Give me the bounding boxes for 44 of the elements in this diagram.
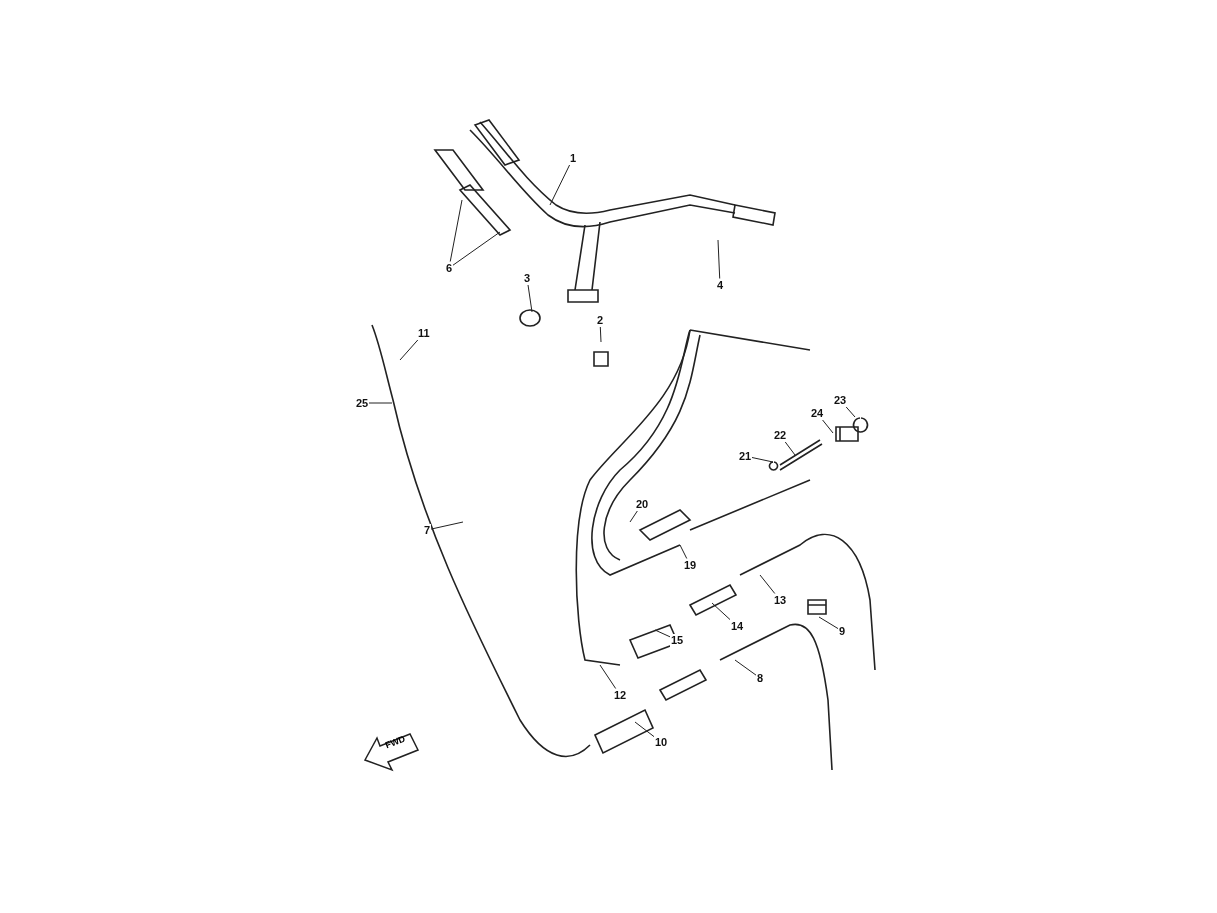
leader-line xyxy=(679,544,688,559)
callout-number: 11 xyxy=(417,326,431,340)
callout-number: 21 xyxy=(738,449,753,463)
leader-line xyxy=(784,441,796,456)
callout-number: 3 xyxy=(523,271,532,285)
callout-number: 10 xyxy=(654,735,669,749)
leader-line xyxy=(449,199,463,262)
callout-number: 20 xyxy=(635,497,650,511)
leader-line xyxy=(452,231,501,266)
direction-label: FWD xyxy=(383,733,407,751)
leader-line xyxy=(734,659,757,676)
callout-number: 25 xyxy=(355,396,370,410)
callout-number: 1 xyxy=(569,151,578,165)
leader-line xyxy=(634,721,655,738)
leader-line xyxy=(527,284,533,313)
leader-line xyxy=(845,406,856,418)
callout-number: 19 xyxy=(683,558,698,572)
leader-line xyxy=(430,521,464,530)
leader-line xyxy=(821,419,834,434)
callout-number: 12 xyxy=(613,688,628,702)
leader-line xyxy=(751,457,774,463)
callout-number: 24 xyxy=(810,406,825,420)
callout-number: 4 xyxy=(716,278,725,292)
callout-number: 6 xyxy=(445,261,454,275)
callout-number: 9 xyxy=(838,624,847,638)
leader-line xyxy=(711,602,731,621)
callout-number: 2 xyxy=(596,313,605,327)
callout-number: 14 xyxy=(730,619,745,633)
callout-number: 13 xyxy=(773,593,788,607)
callout-number: 23 xyxy=(833,393,848,407)
leader-line xyxy=(599,326,602,343)
leader-line xyxy=(399,339,419,361)
leader-line xyxy=(368,402,393,404)
leader-line xyxy=(654,629,671,638)
leader-line xyxy=(717,239,721,279)
leader-line xyxy=(549,164,571,206)
callout-number: 15 xyxy=(670,633,685,647)
callout-number: 7 xyxy=(423,523,432,537)
leader-line xyxy=(599,664,617,689)
leader-line xyxy=(759,574,776,594)
leader-line xyxy=(629,510,639,523)
callout-number: 22 xyxy=(773,428,788,442)
callout-number: 8 xyxy=(756,671,765,685)
leader-line xyxy=(818,616,839,630)
